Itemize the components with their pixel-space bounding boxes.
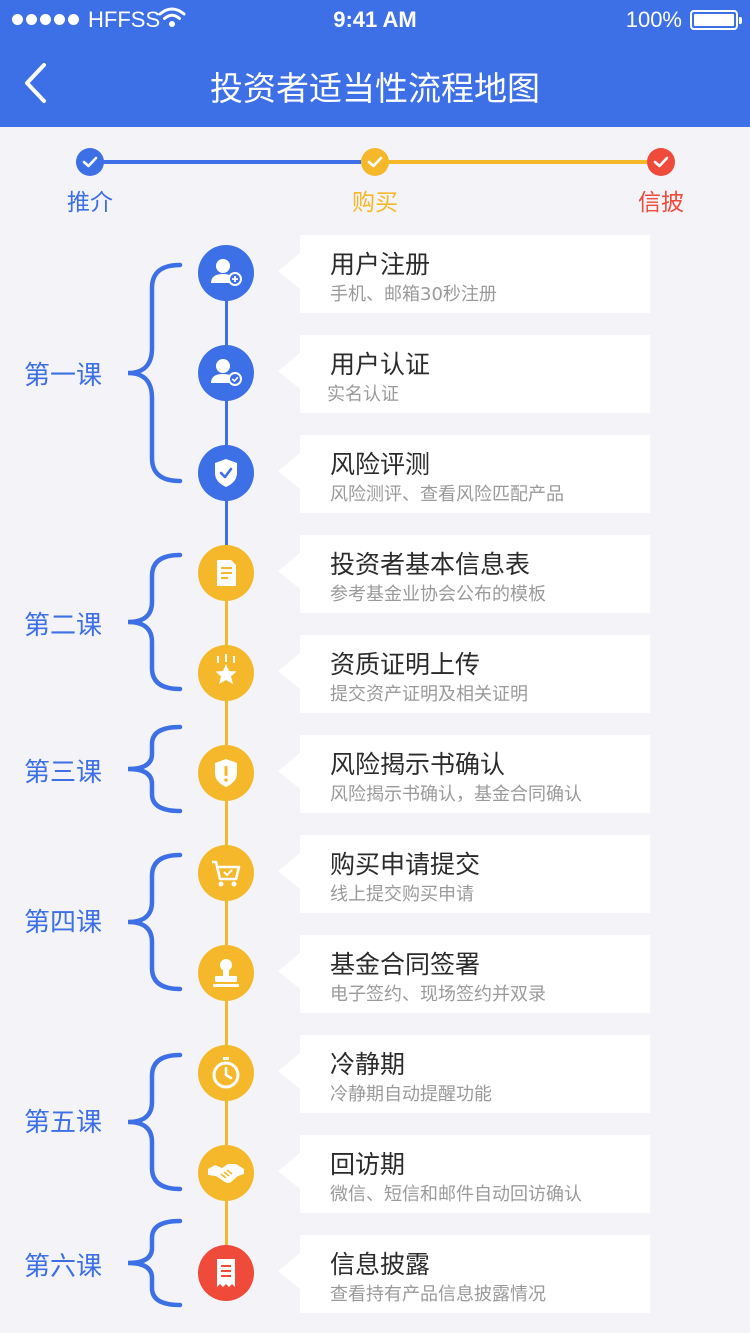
step-card-risk-assessment[interactable]: 风险评测 风险测评、查看风险匹配产品 (278, 435, 650, 513)
step-card-contract-signing[interactable]: 基金合同签署 电子签约、现场签约并双录 (278, 935, 650, 1013)
carrier-name: HFFSS (88, 7, 161, 32)
battery-icon (690, 10, 742, 30)
timeline-line-yellow (225, 600, 228, 1250)
status-time: 9:41 AM (333, 7, 417, 32)
card-title: 信息披露 (330, 1250, 431, 1279)
step-card-info-disclosure[interactable]: 信息披露 查看持有产品信息披露情况 (278, 1235, 650, 1313)
card-title: 基金合同签署 (330, 950, 481, 979)
lesson-label-5: 第五课 (24, 1108, 103, 1138)
card-title: 风险评测 (330, 450, 431, 479)
timeline-line-blue (225, 300, 228, 550)
step-card-investor-info[interactable]: 投资者基本信息表 参考基金业协会公布的模板 (278, 535, 650, 613)
receipt-icon (198, 1245, 254, 1301)
lesson-label-3: 第三课 (24, 758, 103, 788)
step-label-purchase[interactable]: 购买 (352, 190, 398, 216)
stopwatch-icon (198, 1045, 254, 1101)
page-title: 投资者适当性流程地图 (210, 69, 540, 108)
lesson-brace-6 (127, 1218, 183, 1308)
signal-strength-icon (12, 14, 79, 25)
app-header: HFFSS 9:41 AM 100% 投资者适当性流程地图 (0, 0, 750, 127)
handshake-icon (198, 1145, 254, 1201)
wifi-icon (158, 7, 186, 27)
progress-stepper: 推介 购买 信披 (0, 127, 750, 227)
step-check-icon-3 (647, 148, 675, 176)
step-check-icon-1 (76, 148, 104, 176)
card-title: 用户认证 (330, 350, 431, 379)
card-title: 回访期 (330, 1150, 406, 1179)
card-title: 购买申请提交 (330, 850, 481, 879)
lesson-label-6: 第六课 (24, 1252, 103, 1282)
card-subtitle: 线上提交购买申请 (330, 884, 474, 905)
card-subtitle: 冷静期自动提醒功能 (330, 1084, 492, 1105)
card-subtitle: 风险揭示书确认，基金合同确认 (330, 784, 582, 805)
card-title: 用户注册 (330, 250, 431, 279)
step-label-disclosure[interactable]: 信披 (638, 190, 684, 216)
step-card-purchase-application[interactable]: 购买申请提交 线上提交购买申请 (278, 835, 650, 913)
card-subtitle: 查看持有产品信息披露情况 (330, 1284, 546, 1305)
lesson-brace-4 (127, 852, 183, 992)
user-verified-icon (198, 345, 254, 401)
lesson-brace-1 (127, 262, 183, 484)
lesson-brace-3 (127, 724, 183, 814)
card-subtitle: 微信、短信和邮件自动回访确认 (330, 1184, 582, 1205)
card-subtitle: 电子签约、现场签约并双录 (330, 984, 546, 1005)
user-add-icon (198, 245, 254, 301)
card-title: 冷静期 (330, 1050, 406, 1079)
lesson-label-4: 第四课 (24, 908, 103, 938)
star-badge-icon (198, 645, 254, 701)
shield-alert-icon (198, 745, 254, 801)
shield-check-icon (198, 445, 254, 501)
card-subtitle: 参考基金业协会公布的模板 (330, 584, 546, 605)
cart-icon (198, 845, 254, 901)
step-card-user-verify[interactable]: 用户认证 实名认证 (278, 335, 650, 413)
card-title: 资质证明上传 (330, 650, 481, 679)
card-title: 风险揭示书确认 (330, 750, 506, 779)
step-card-qualification-upload[interactable]: 资质证明上传 提交资产证明及相关证明 (278, 635, 650, 713)
status-bar: HFFSS 9:41 AM 100% (0, 0, 750, 40)
step-card-user-register[interactable]: 用户注册 手机、邮箱30秒注册 (278, 235, 650, 313)
card-subtitle: 风险测评、查看风险匹配产品 (330, 484, 564, 505)
battery-percentage: 100% (625, 7, 682, 32)
document-icon (198, 545, 254, 601)
step-card-return-visit[interactable]: 回访期 微信、短信和邮件自动回访确认 (278, 1135, 650, 1213)
stamp-icon (198, 945, 254, 1001)
card-title: 投资者基本信息表 (330, 550, 531, 579)
card-subtitle: 提交资产证明及相关证明 (330, 684, 528, 705)
lesson-label-1: 第一课 (24, 361, 103, 391)
lesson-brace-2 (127, 552, 183, 692)
lesson-brace-5 (127, 1052, 183, 1192)
step-card-cooling-off[interactable]: 冷静期 冷静期自动提醒功能 (278, 1035, 650, 1113)
lesson-label-2: 第二课 (24, 611, 103, 641)
step-card-risk-disclosure[interactable]: 风险揭示书确认 风险揭示书确认，基金合同确认 (278, 735, 650, 813)
step-label-recommend[interactable]: 推介 (67, 190, 113, 216)
card-subtitle: 手机、邮箱30秒注册 (330, 284, 497, 305)
stepper-line-blue (103, 160, 361, 164)
back-button[interactable] (18, 60, 54, 106)
card-subtitle: 实名认证 (327, 384, 399, 405)
step-check-icon-2 (361, 148, 389, 176)
stepper-line-yellow (389, 160, 647, 164)
